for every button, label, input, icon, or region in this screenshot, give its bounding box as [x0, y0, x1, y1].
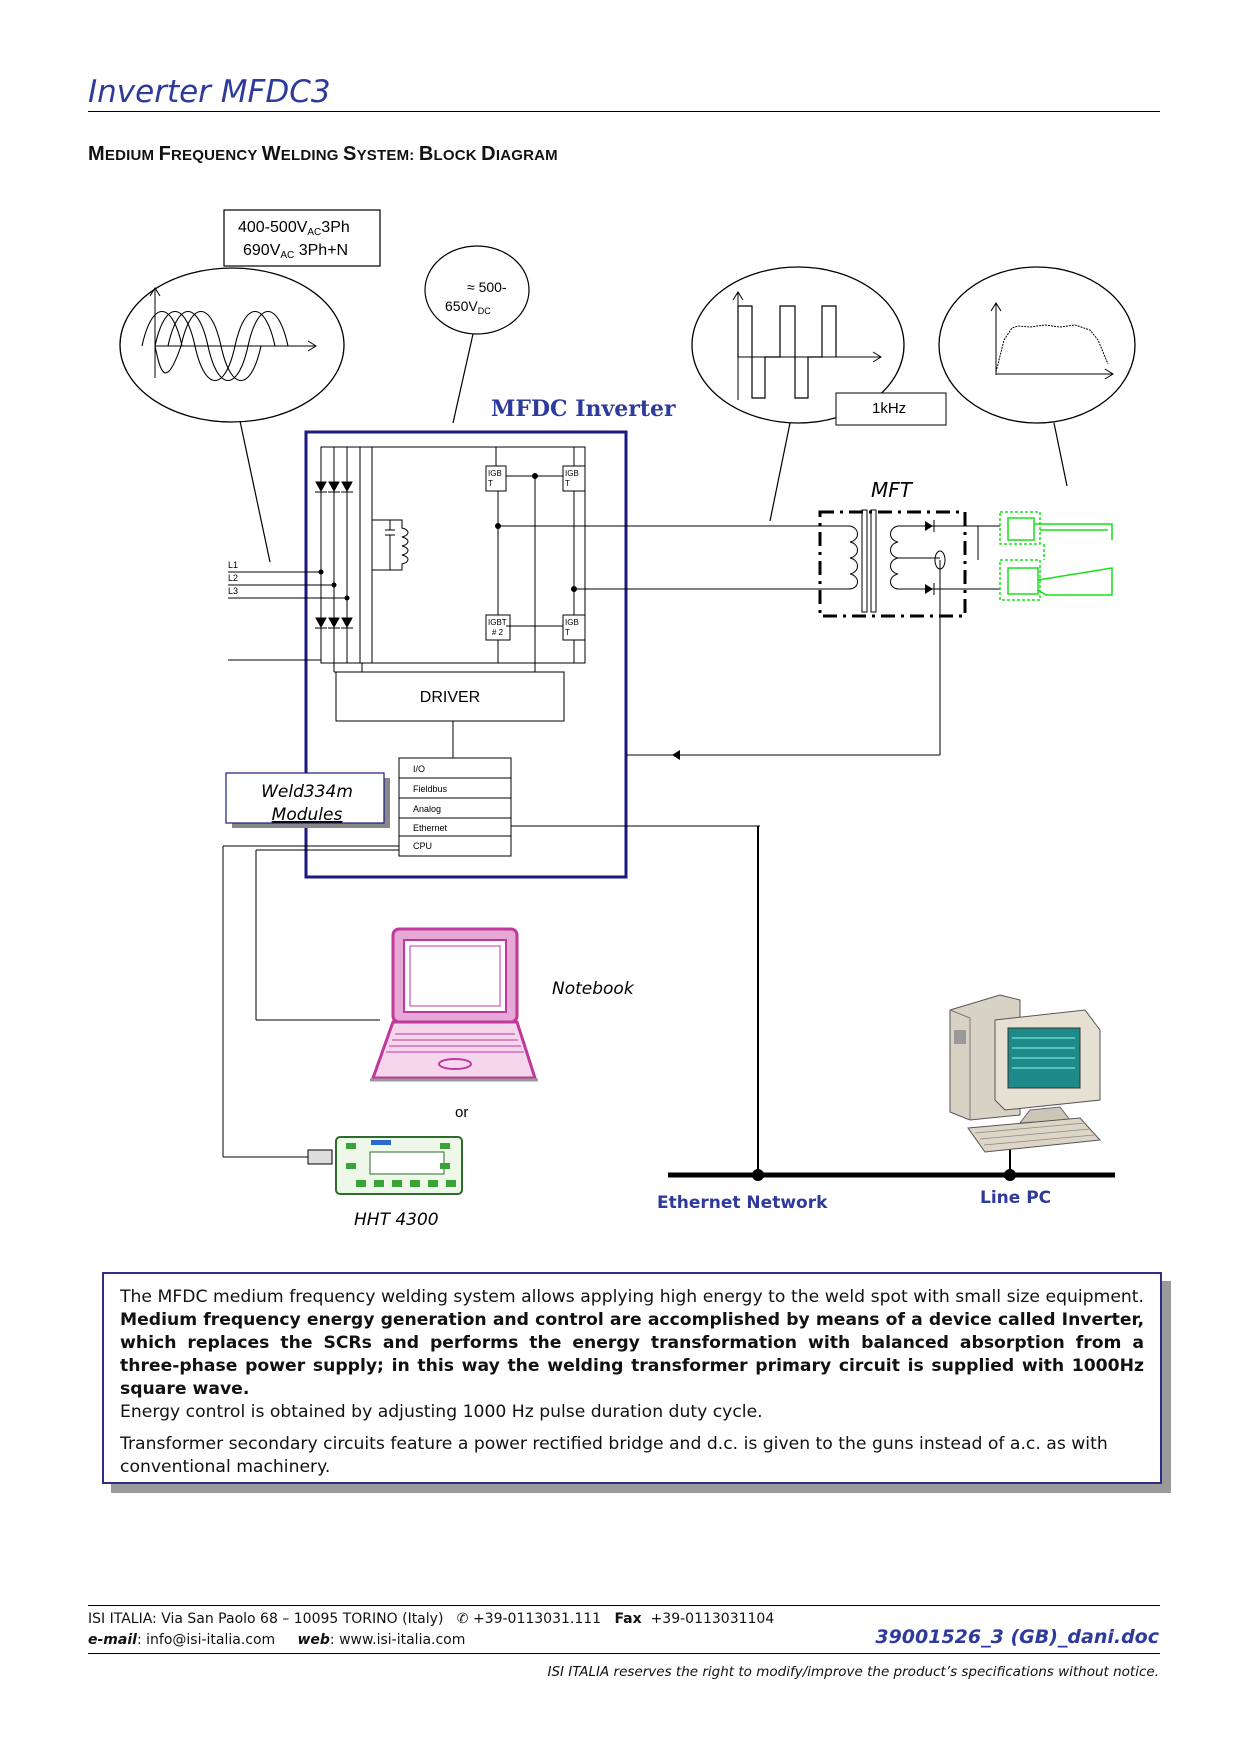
- title-rule: [88, 111, 1160, 112]
- notebook-drawing: [370, 927, 538, 1082]
- driver-block: [335, 671, 565, 722]
- welding-gun-drawing: [999, 511, 1113, 601]
- svg-text:690VAC 3Ph+N: 690VAC 3Ph+N: [243, 242, 348, 261]
- description-paragraph-1: The MFDC medium frequency welding system…: [120, 1287, 1144, 1422]
- output-waveform-bubble: [938, 266, 1136, 424]
- email-link[interactable]: info@isi-italia.com: [146, 1632, 276, 1648]
- svg-text:Notebook: Notebook: [552, 979, 635, 999]
- svg-text:I/O: I/O: [413, 764, 425, 774]
- svg-text:IGBT# 2: IGBT# 2: [488, 618, 507, 637]
- svg-text:≈ 500-: ≈ 500-: [467, 279, 507, 295]
- svg-text:IGBT: IGBT: [488, 469, 502, 488]
- inverter-frame: [304, 430, 628, 879]
- module-stack: I/O Fieldbus Analog Ethernet CPU: [398, 757, 512, 857]
- svg-text:L3: L3: [228, 586, 238, 596]
- svg-text:650VDC: 650VDC: [445, 298, 491, 316]
- svg-text:or: or: [455, 1104, 468, 1121]
- svg-text:CPU: CPU: [413, 841, 432, 851]
- mft-block: [818, 510, 967, 618]
- supply-voltage-box: [223, 209, 381, 267]
- svg-text:400-500VAC3Ph: 400-500VAC3Ph: [238, 219, 350, 238]
- svg-text:IGBT: IGBT: [565, 469, 579, 488]
- supply-waveform-bubble: [119, 267, 345, 423]
- svg-text:MFT: MFT: [871, 478, 914, 502]
- dc-voltage-bubble: [424, 245, 530, 335]
- svg-text:L1: L1: [228, 560, 238, 570]
- disclaimer: ISI ITALIA reserves the right to modify/…: [547, 1664, 1159, 1680]
- description-box: The MFDC medium frequency welding system…: [102, 1272, 1162, 1484]
- block-diagram: 400-500VAC3Ph 690VAC 3Ph+N ≈ 500- 650VDC…: [119, 209, 1136, 1230]
- svg-text:Ethernet: Ethernet: [413, 823, 448, 833]
- svg-text:Analog: Analog: [413, 804, 441, 814]
- description-paragraph-2: Transformer secondary circuits feature a…: [120, 1434, 1108, 1477]
- document-id: 39001526_3 (GB)_dani.doc: [875, 1626, 1159, 1648]
- svg-text:Modules: Modules: [272, 805, 343, 825]
- svg-text:IGBT: IGBT: [565, 618, 579, 637]
- weld-modules-box: [225, 772, 385, 824]
- line-pc-drawing: [949, 994, 1102, 1153]
- web-link[interactable]: www.isi-italia.com: [339, 1632, 466, 1648]
- svg-text:1kHz: 1kHz: [872, 400, 906, 417]
- svg-text:L2: L2: [228, 573, 238, 583]
- svg-text:Ethernet Network: Ethernet Network: [657, 1193, 828, 1213]
- frequency-box: [835, 392, 947, 426]
- document-title: Inverter MFDC3: [88, 74, 331, 110]
- phone-icon: ✆: [456, 1611, 469, 1627]
- svg-text:Line PC: Line PC: [980, 1188, 1051, 1208]
- svg-text:DRIVER: DRIVER: [420, 689, 480, 706]
- svg-text:Weld334m: Weld334m: [261, 782, 353, 802]
- inverter-title: MFDC Inverter: [491, 396, 676, 422]
- hht-handheld-drawing: [307, 1136, 463, 1195]
- svg-text:HHT 4300: HHT 4300: [354, 1210, 439, 1230]
- footer-rule: [88, 1605, 1160, 1606]
- square-wave-bubble: [691, 266, 905, 424]
- footer-contact: ISI ITALIA: Via San Paolo 68 – 10095 TOR…: [88, 1611, 775, 1648]
- section-heading: MEDIUM FREQUENCY WELDING SYSTEM: BLOCK D…: [88, 143, 558, 165]
- svg-text:Fieldbus: Fieldbus: [413, 784, 448, 794]
- footer-rule-2: [88, 1653, 1160, 1654]
